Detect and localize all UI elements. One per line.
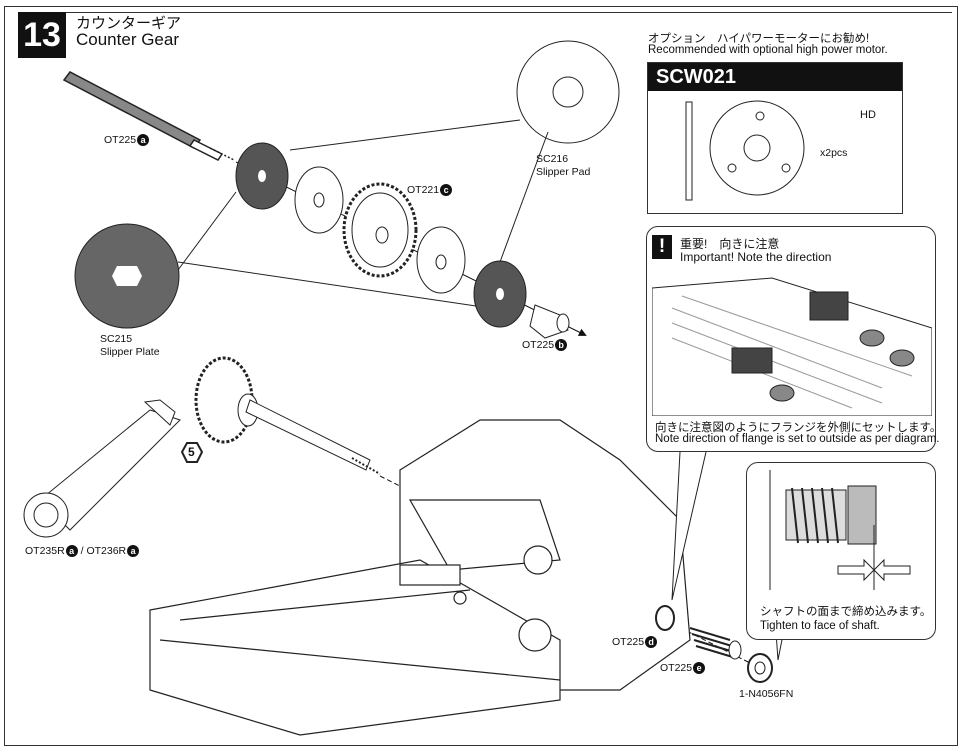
option-hd: HD bbox=[860, 109, 876, 121]
label-nut: 1-N4056FN bbox=[739, 688, 794, 700]
spur-gear bbox=[342, 182, 418, 278]
label-wrench-size: 5 bbox=[188, 445, 195, 459]
counter-shaft bbox=[62, 71, 235, 161]
chassis-frame bbox=[149, 419, 691, 736]
step-title-jp: カウンターギア bbox=[76, 15, 182, 32]
warning-icon: ! bbox=[652, 235, 672, 259]
flange-direction-illustration bbox=[652, 277, 932, 416]
lock-nut bbox=[747, 653, 773, 683]
label-slipper-plate-name: Slipper Plate bbox=[100, 346, 160, 358]
gear-shaft-assembly bbox=[194, 356, 381, 475]
important-note-jp: 向きに注意図のようにフランジを外側にセットします。 bbox=[655, 422, 942, 434]
slipper-plate-detail bbox=[74, 223, 180, 329]
option-box: SCW021 bbox=[647, 62, 903, 214]
page-frame bbox=[4, 6, 958, 746]
wrench-size-hex bbox=[180, 442, 204, 463]
slipper-plate-right bbox=[473, 260, 527, 328]
label-slipper-pad-code: SC216 bbox=[536, 153, 569, 165]
slipper-pad-left bbox=[294, 166, 344, 234]
spacer-sleeve bbox=[529, 304, 570, 339]
important-title-en: Important! Note the direction bbox=[680, 250, 832, 264]
label-slipper-plate-code: SC215 bbox=[100, 333, 133, 345]
option-note-jp: オプション ハイパワーモーターにお勧め! bbox=[648, 33, 870, 45]
tighten-illustration bbox=[769, 470, 911, 590]
step-title-en: Counter Gear bbox=[76, 30, 179, 49]
option-qty: x2pcs bbox=[820, 147, 848, 159]
step-number: 13 bbox=[18, 12, 66, 58]
option-parts bbox=[685, 100, 805, 201]
important-title-jp: 重要! 向きに注意 bbox=[680, 237, 780, 251]
wrench-tool bbox=[23, 399, 181, 538]
header-rule bbox=[66, 12, 952, 13]
option-note-en: Recommended with optional high power mot… bbox=[648, 44, 888, 56]
slipper-pad-right bbox=[416, 226, 466, 294]
important-note-en: Note direction of flange is set to outsi… bbox=[655, 433, 940, 445]
label-slipper-pad-name: Slipper Pad bbox=[536, 166, 591, 178]
coil-spring bbox=[689, 627, 742, 660]
callout-pointer-important bbox=[671, 451, 707, 601]
slipper-plate-left bbox=[235, 142, 289, 210]
leader-lines bbox=[177, 119, 549, 307]
tighten-note-jp: シャフトの面まで締め込みます。 bbox=[760, 606, 932, 618]
flange-washer bbox=[655, 605, 675, 631]
slipper-pad-detail bbox=[516, 40, 620, 144]
tighten-note-en: Tighten to face of shaft. bbox=[760, 620, 880, 632]
option-code: SCW021 bbox=[648, 63, 902, 91]
